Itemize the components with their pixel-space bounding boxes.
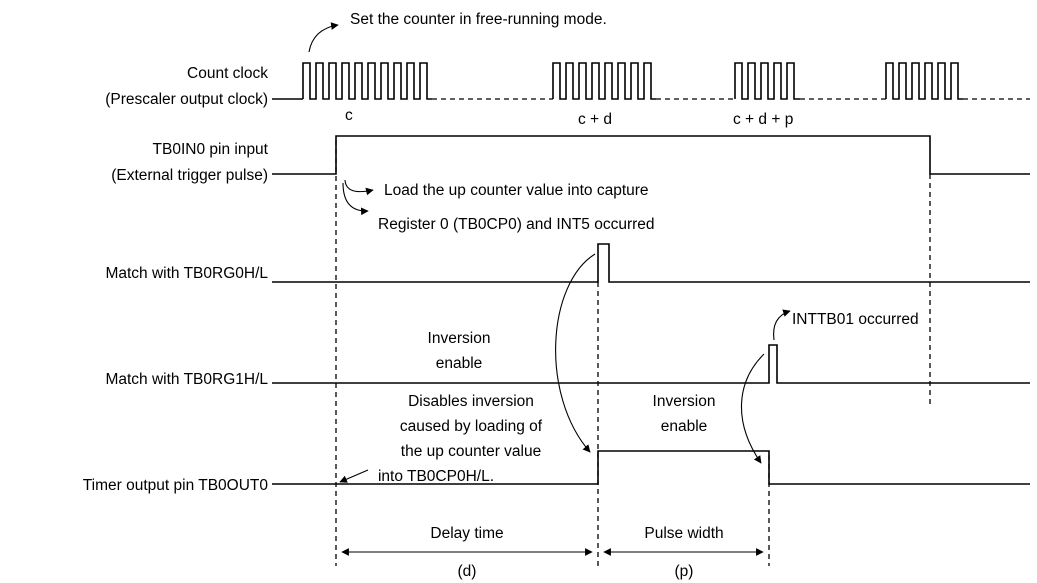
inttb01-arrow [773, 309, 791, 341]
timer-output-label: Timer output pin TB0OUT0 [83, 477, 269, 494]
rg1-to-output-arrow [740, 353, 765, 464]
count-clock-sub-label: (Prescaler output clock) [105, 91, 268, 108]
pulse-width-label: Pulse width [644, 525, 723, 542]
disables-note-line3: the up counter value [401, 443, 541, 460]
disables-note-line2: caused by loading of [400, 418, 543, 435]
tb0in0-label: TB0IN0 pin input [153, 141, 269, 158]
clock-label-c-plus-d: c + d [578, 111, 612, 128]
capture-arrow-2 [342, 182, 369, 216]
disables-arrow [339, 469, 369, 483]
match-rg1-label: Match with TB0RG1H/L [105, 371, 268, 388]
tb0in0-waveform [272, 135, 1030, 175]
free-running-annotation: Set the counter in free-running mode. [350, 11, 607, 28]
match-rg1-waveform [272, 344, 1030, 384]
pulse-width-symbol: (p) [675, 563, 694, 580]
free-running-arrow [308, 22, 339, 53]
match-rg0-waveform [272, 243, 1030, 283]
inversion-enable-1-line2: enable [436, 355, 483, 372]
inversion-enable-2-line1: Inversion [653, 393, 716, 410]
capture-annotation-line1: Load the up counter value into capture [384, 182, 649, 199]
inversion-enable-2-line2: enable [661, 418, 708, 435]
delay-time-label: Delay time [430, 525, 503, 542]
count-clock-waveform [272, 62, 1030, 100]
capture-arrow-1 [344, 179, 374, 196]
capture-annotation-line2: Register 0 (TB0CP0) and INT5 occurred [378, 216, 655, 233]
clock-label-c-plus-d-plus-p: c + d + p [733, 111, 793, 128]
timer-output-waveform [272, 450, 1030, 485]
inversion-enable-1-line1: Inversion [428, 330, 491, 347]
disables-note-line4: into TB0CP0H/L. [378, 468, 494, 485]
match-rg0-label: Match with TB0RG0H/L [105, 265, 268, 282]
count-clock-label: Count clock [187, 65, 268, 82]
disables-note-line1: Disables inversion [408, 393, 534, 410]
inttb01-annotation: INTTB01 occurred [792, 311, 919, 328]
delay-time-symbol: (d) [458, 563, 477, 580]
rg0-to-output-arrow [555, 253, 596, 453]
tb0in0-sub-label: (External trigger pulse) [111, 167, 268, 184]
clock-label-c: c [345, 107, 353, 124]
